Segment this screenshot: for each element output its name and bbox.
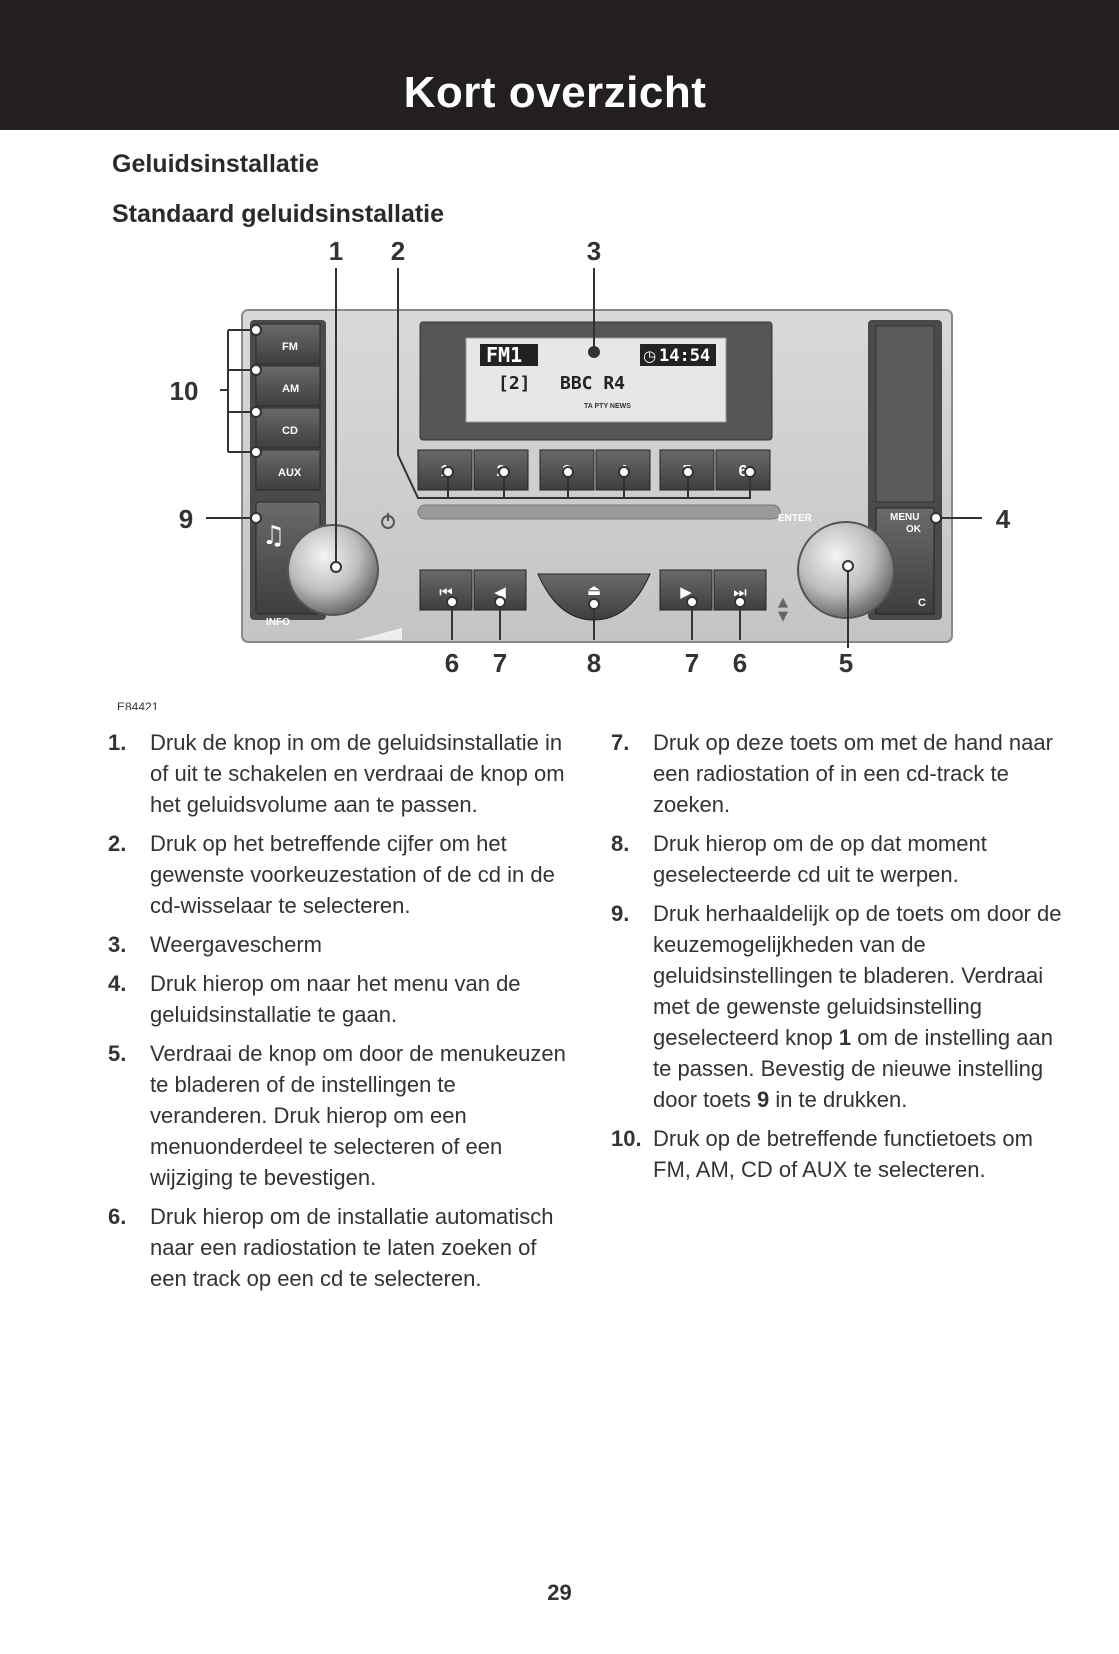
list-item: 5.Verdraai de knop om door de menukeuzen… [108,1041,566,1190]
radio-diagram: FM AM CD AUX INFO ♫ FM1 ◷ 14:54 [2] BBC … [117,240,1011,710]
ok-label: OK [906,524,922,535]
down-arrow-icon: ▼ [778,609,788,624]
band-indicator-bg [480,344,538,366]
page-number: 29 [547,1580,572,1605]
callout-7b: 7 [685,648,699,678]
callout-10: 10 [170,376,199,406]
fm-button[interactable] [255,323,321,365]
info-button-label: INFO [266,617,290,628]
callout-4: 4 [996,504,1011,534]
am-button[interactable] [255,365,321,407]
c-label: C [918,597,926,609]
page-title: Kort overzicht [403,68,707,117]
tune-forward-button[interactable] [659,569,713,611]
header-bar: Kort overzicht [0,0,1119,130]
am-button-label: AM [282,383,299,395]
music-note-icon: ♫ [262,521,285,551]
callout-9: 9 [179,504,193,534]
eject-icon: ⏏ [587,581,601,599]
display-preset: [2] [498,373,531,394]
list-item: 3.Weergavescherm [108,932,322,957]
item-list-left: 1.Druk de knop in om de geluidsinstallat… [108,727,568,1302]
clock-icon: ◷ [643,347,656,365]
section-title: Geluidsinstallatie [112,150,320,178]
figure-code: E84421 [117,700,159,710]
aux-button-label: AUX [278,467,302,479]
volume-ramp-icon [356,628,402,640]
preset-label-6: 6 [739,463,748,480]
cd-slot [417,504,781,520]
cd-button-label: CD [282,425,298,437]
fm-button-label: FM [282,341,298,353]
display-station: BBC R4 [560,373,625,394]
up-down-arrows-icon: ▲ [778,595,788,610]
aux-button[interactable] [255,449,321,491]
seek-forward-icon: ⏭ [733,583,747,601]
preset-buttons: 1 2 3 4 5 6 [417,449,771,491]
preset-button-6[interactable] [715,449,771,491]
list-item: 4.Druk hierop om naar het menu van de ge… [108,971,521,1027]
cd-door-panel [875,325,935,503]
clock-bg [640,344,716,366]
callout-2: 2 [391,240,405,266]
leader-lines [206,268,982,648]
callout-5: 5 [839,648,853,678]
list-item: 7.Druk op deze toets om met de hand naar… [611,730,1053,817]
list-item: 2.Druk op het betreffende cijfer om het … [108,831,555,918]
display-flags: TA PTY NEWS [584,403,631,410]
callout-7a: 7 [493,648,507,678]
seek-back-button[interactable] [419,569,473,611]
tune-back-icon: ◀ [494,583,506,601]
list-item: 8.Druk hierop om de op dat moment gesele… [611,831,987,887]
seek-back-icon: ⏮ [439,583,453,601]
display-band: FM1 [486,343,522,367]
list-item: 1.Druk de knop in om de geluidsinstallat… [108,730,565,817]
list-item: 10.Druk op de betreffende functietoets o… [611,1126,1033,1182]
cd-button[interactable] [255,407,321,449]
callout-8: 8 [587,648,601,678]
callout-6b: 6 [733,648,747,678]
display-clock: 14:54 [659,346,710,366]
list-item: 6.Druk hierop om de installatie automati… [108,1204,554,1291]
tune-forward-icon: ▶ [680,583,692,601]
list-item: 9.Druk herhaaldelijk op de toets om door… [611,901,1062,1112]
item-list-right: 7.Druk op deze toets om met de hand naar… [611,727,1071,1193]
callout-1: 1 [329,240,343,266]
enter-label: ENTER [778,513,813,524]
section-subtitle: Standaard geluidsinstallatie [112,200,445,228]
menu-label: MENU [890,512,919,523]
callout-6a: 6 [445,648,459,678]
callout-3: 3 [587,240,601,266]
